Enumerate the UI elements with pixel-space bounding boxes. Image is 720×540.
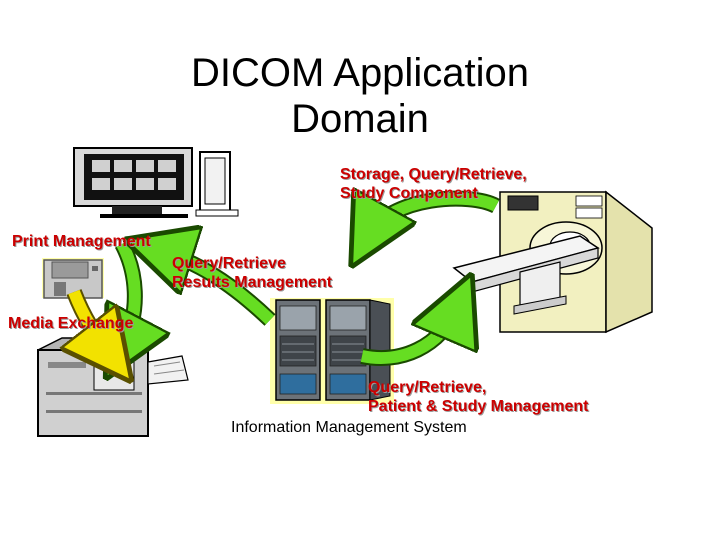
arrow-media xyxy=(74,289,110,354)
floppy-disk-icon xyxy=(42,258,104,299)
label-qr-patient-study: Query/Retrieve, Patient & Study Manageme… xyxy=(368,378,588,416)
workstation-icon xyxy=(73,147,239,218)
arrow-patient xyxy=(360,306,458,364)
label-qr-patient-line-2: Patient & Study Management xyxy=(368,398,589,415)
label-storage-line-1: Storage, Query/Retrieve, xyxy=(340,166,527,183)
label-media-exchange: Media Exchange xyxy=(8,315,134,332)
label-storage-query-retrieve: Storage, Query/Retrieve, Study Component xyxy=(340,165,527,203)
title-line-2: Domain xyxy=(291,97,429,141)
label-qr-results-line-2: Results Management xyxy=(172,274,333,291)
arrow-results xyxy=(158,250,275,325)
slide-title: DICOM Application Domain xyxy=(0,50,720,142)
label-print-management: Print Management xyxy=(12,233,151,250)
label-storage-line-2: Study Component xyxy=(340,185,478,202)
title-line-1: DICOM Application xyxy=(191,51,529,95)
label-qr-results-line-1: Query/Retrieve xyxy=(172,255,286,272)
label-information-management-system: Information Management System xyxy=(231,419,467,436)
arrow-storage xyxy=(368,199,499,236)
label-qr-patient-line-1: Query/Retrieve, xyxy=(368,379,487,396)
printer-icon xyxy=(37,337,189,437)
mri-scanner-icon xyxy=(452,190,653,334)
server-rack-icon xyxy=(270,298,394,404)
label-qr-results-management: Query/Retrieve Results Management xyxy=(172,254,332,292)
